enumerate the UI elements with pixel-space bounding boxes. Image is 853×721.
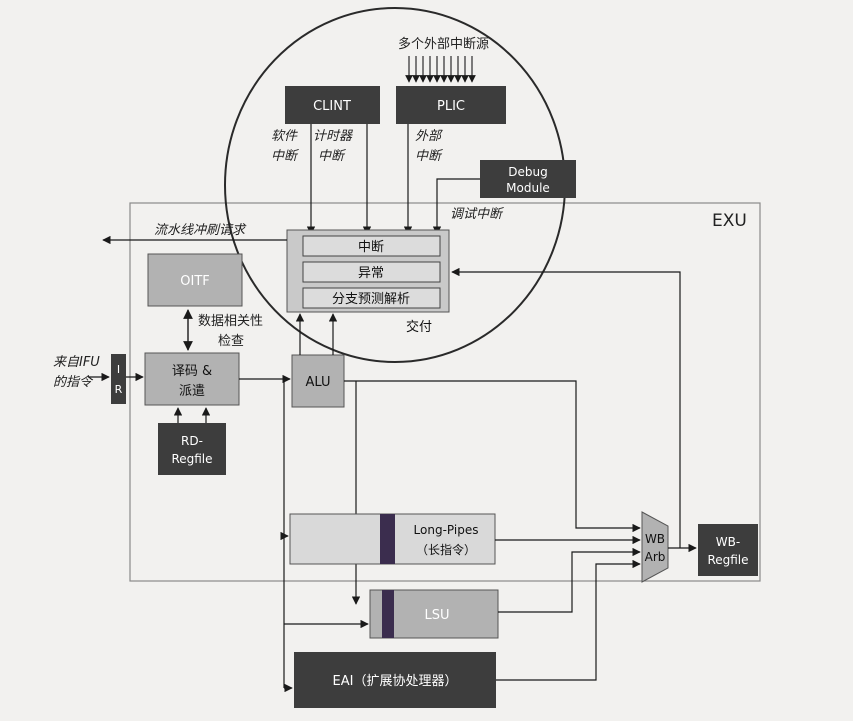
long-pipes-label-2: （长指令） [416, 542, 476, 557]
ext-int-source-arrows [405, 56, 476, 83]
timer-int-label-2: 中断 [318, 149, 346, 164]
decode-block [144, 352, 240, 406]
timer-int-label-1: 计时器 [313, 129, 353, 144]
clint-label: CLINT [313, 99, 351, 114]
ext-int-sources-label: 多个外部中断源 [398, 36, 489, 52]
eai-to-wb-arrow [496, 559, 641, 681]
ir-block [111, 354, 126, 404]
commit-exception-block [302, 261, 441, 283]
long-pipes-divider [380, 514, 395, 564]
ir-label-1: I [117, 363, 120, 376]
decode-label-2: 派遣 [179, 384, 205, 399]
alu-label: ALU [305, 375, 330, 390]
eai-label: EAI（扩展协处理器） [333, 674, 458, 689]
lsu-to-wb-arrow [498, 547, 641, 613]
alu-to-wb-arrow [344, 380, 641, 533]
wb-arb-label-2: Arb [645, 550, 666, 564]
commit-branch-block [302, 287, 441, 309]
dep-check-label-2: 检查 [218, 334, 244, 349]
commit-interrupt-block [302, 235, 441, 257]
exu-frame [129, 202, 761, 582]
wb-arb-label-1: WB [645, 532, 665, 546]
ir-label-2: R [115, 383, 123, 396]
alu-block [291, 354, 345, 408]
oitf-block [147, 253, 243, 307]
oitf-label: OITF [180, 274, 210, 289]
wb-to-commit-arrow [451, 267, 681, 548]
long-pipes-label-1: Long-Pipes [414, 523, 479, 537]
alu-to-commit-arrows [295, 313, 338, 355]
debug-module-label-1: Debug [508, 165, 547, 179]
debug-module-block [480, 160, 576, 198]
debug-int-label: 调试中断 [450, 207, 504, 222]
dispatch-bus [280, 379, 369, 693]
commit-branch-label: 分支预测解析 [332, 292, 410, 307]
wb-arb-block [641, 511, 669, 583]
commit-interrupt-label: 中断 [358, 240, 384, 255]
decode-label-1: 译码 & [172, 364, 212, 379]
clint-block [285, 86, 380, 124]
plic-label: PLIC [437, 99, 465, 114]
wb-regfile-label-1: WB- [716, 535, 740, 549]
from-ifu-label-1: 来自IFU [53, 355, 100, 370]
sw-int-label-1: 软件 [271, 129, 298, 144]
dep-check-label-1: 数据相关性 [198, 314, 263, 329]
lsu-divider [382, 590, 394, 638]
regfile-to-decode-arrows [173, 407, 211, 423]
commit-exception-label: 异常 [358, 266, 384, 281]
from-ifu-label-2: 的指令 [53, 375, 94, 390]
plic-block [396, 86, 506, 124]
wb-regfile-label-2: Regfile [707, 553, 748, 567]
eai-block [294, 652, 496, 708]
exu-label: EXU [712, 211, 747, 231]
rd-regfile-label-2: Regfile [171, 452, 212, 466]
ext-int-label-1: 外部 [415, 129, 443, 144]
rd-regfile-block [158, 423, 226, 475]
interrupt-arrows [306, 124, 480, 235]
ext-int-label-2: 中断 [415, 149, 443, 164]
debug-module-label-2: Module [506, 181, 550, 195]
rd-regfile-label-1: RD- [181, 434, 203, 448]
lsu-label: LSU [424, 608, 449, 623]
wb-regfile-block [698, 524, 758, 576]
flush-label: 流水线冲刷请求 [154, 223, 247, 238]
commit-label: 交付 [406, 319, 432, 335]
sw-int-label-2: 中断 [271, 149, 299, 164]
